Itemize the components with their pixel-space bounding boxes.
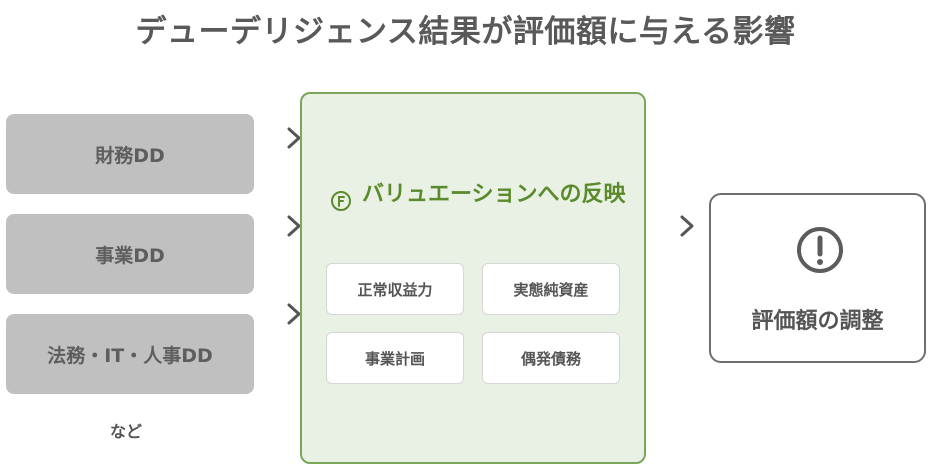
coin-icon bbox=[330, 190, 352, 212]
item-normalized-earnings: 正常収益力 bbox=[326, 263, 464, 315]
chevron-right-icon bbox=[286, 126, 302, 150]
result-box: 評価額の調整 bbox=[709, 193, 926, 363]
chevron-right-icon bbox=[679, 214, 695, 238]
page-title: デューデリジェンス結果が評価額に与える影響 bbox=[135, 14, 796, 50]
item-contingent-liabilities: 偶発債務 bbox=[482, 332, 620, 384]
dd-box-finance: 財務DD bbox=[6, 114, 254, 194]
item-business-plan: 事業計画 bbox=[326, 332, 464, 384]
panel-title: バリュエーションへの反映 bbox=[362, 182, 626, 207]
chevron-right-icon bbox=[286, 214, 302, 238]
others-label: など bbox=[110, 422, 143, 441]
exclamation-circle-icon bbox=[795, 225, 845, 275]
item-adjusted-net-assets: 実態純資産 bbox=[482, 263, 620, 315]
dd-box-legal-it-hr: 法務・IT・人事DD bbox=[6, 314, 254, 394]
result-label: 評価額の調整 bbox=[751, 309, 884, 334]
dd-box-business: 事業DD bbox=[6, 214, 254, 294]
panel-header: バリュエーションへの反映 bbox=[330, 178, 630, 212]
valuation-panel: バリュエーションへの反映 正常収益力 実態純資産 事業計画 偶発債務 bbox=[300, 92, 646, 464]
chevron-right-icon bbox=[286, 302, 302, 326]
